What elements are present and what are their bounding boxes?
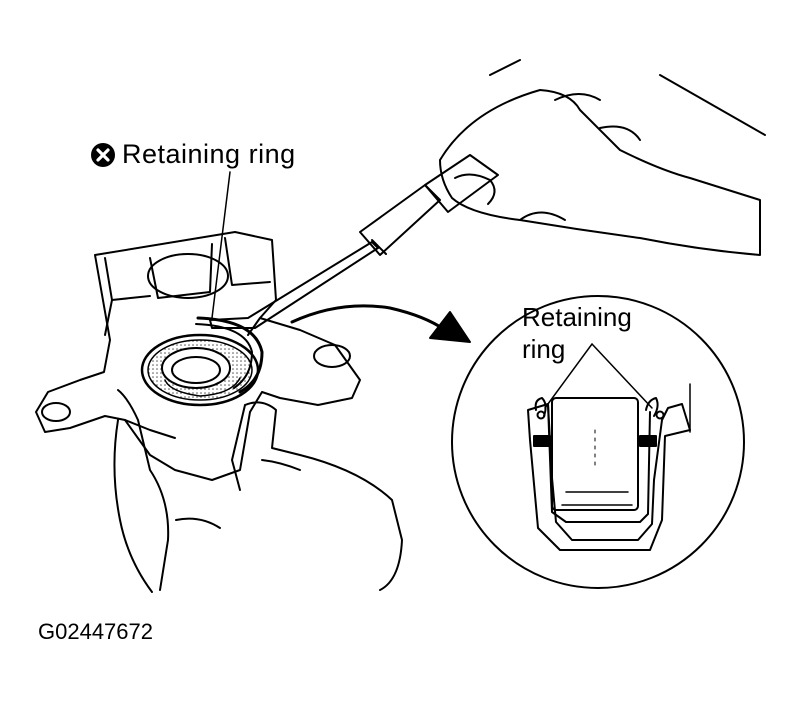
steering-knuckle — [35, 231, 361, 481]
figure-code: G02447672 — [38, 619, 153, 644]
upper-hand — [439, 59, 766, 256]
callout-arrow — [290, 304, 471, 343]
main-label: Retaining ring — [90, 139, 296, 170]
main-label-text: Retaining ring — [122, 139, 296, 169]
detail-label-line-2: ring — [522, 334, 566, 364]
do-not-reuse-x-icon — [91, 142, 115, 167]
main-label-leader — [211, 171, 231, 319]
detail-label-leaders — [544, 343, 653, 409]
detail-label: Retaining ring — [522, 301, 662, 365]
detail-circle — [451, 295, 745, 589]
lower-hand — [113, 389, 403, 593]
detail-label-line-1: Retaining — [522, 302, 632, 332]
detail-section — [527, 383, 691, 551]
screwdriver — [209, 154, 499, 329]
bearing-bore — [140, 333, 260, 407]
